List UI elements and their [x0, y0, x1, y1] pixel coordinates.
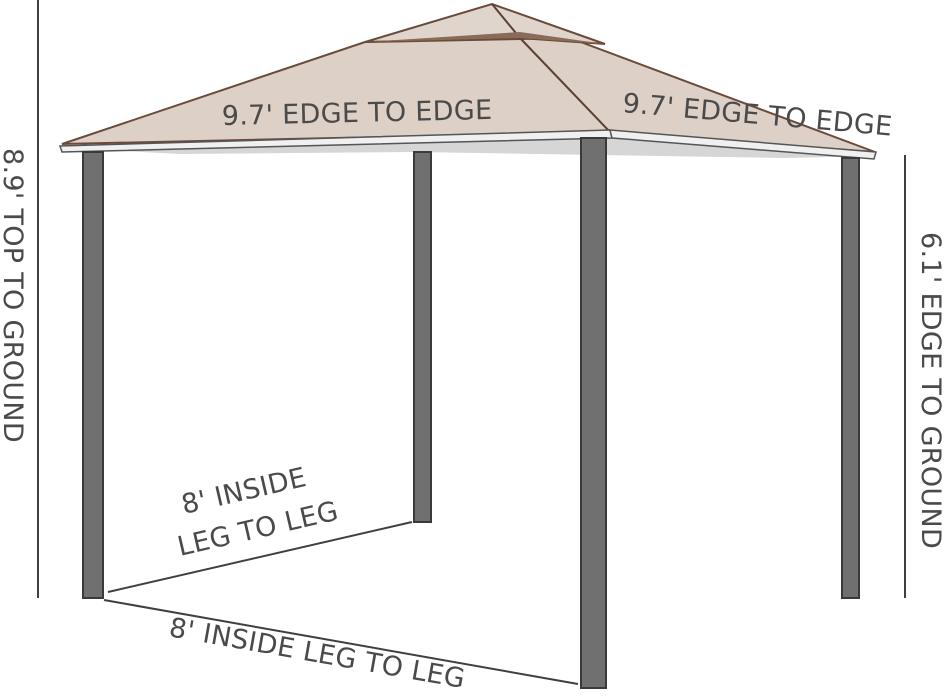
label-height-total: 8.9' TOP TO GROUND [0, 148, 28, 443]
label-top-front-edge: 9.7' EDGE TO EDGE [221, 95, 492, 132]
post-front-right [580, 137, 607, 689]
roof-ridge-front [519, 37, 611, 133]
post-back-middle [413, 151, 432, 523]
label-height-edge: 6.1' EDGE TO GROUND [915, 232, 946, 549]
post-back-right [841, 157, 860, 599]
canopy-side-trim [609, 129, 877, 160]
dimension-line-inside-width [103, 599, 579, 685]
upper-roof-band [365, 32, 605, 44]
label-inside-width: 8' INSIDE LEG TO LEG [167, 612, 468, 695]
post-front-left [82, 151, 104, 599]
dimension-line-inside-depth [107, 521, 413, 593]
